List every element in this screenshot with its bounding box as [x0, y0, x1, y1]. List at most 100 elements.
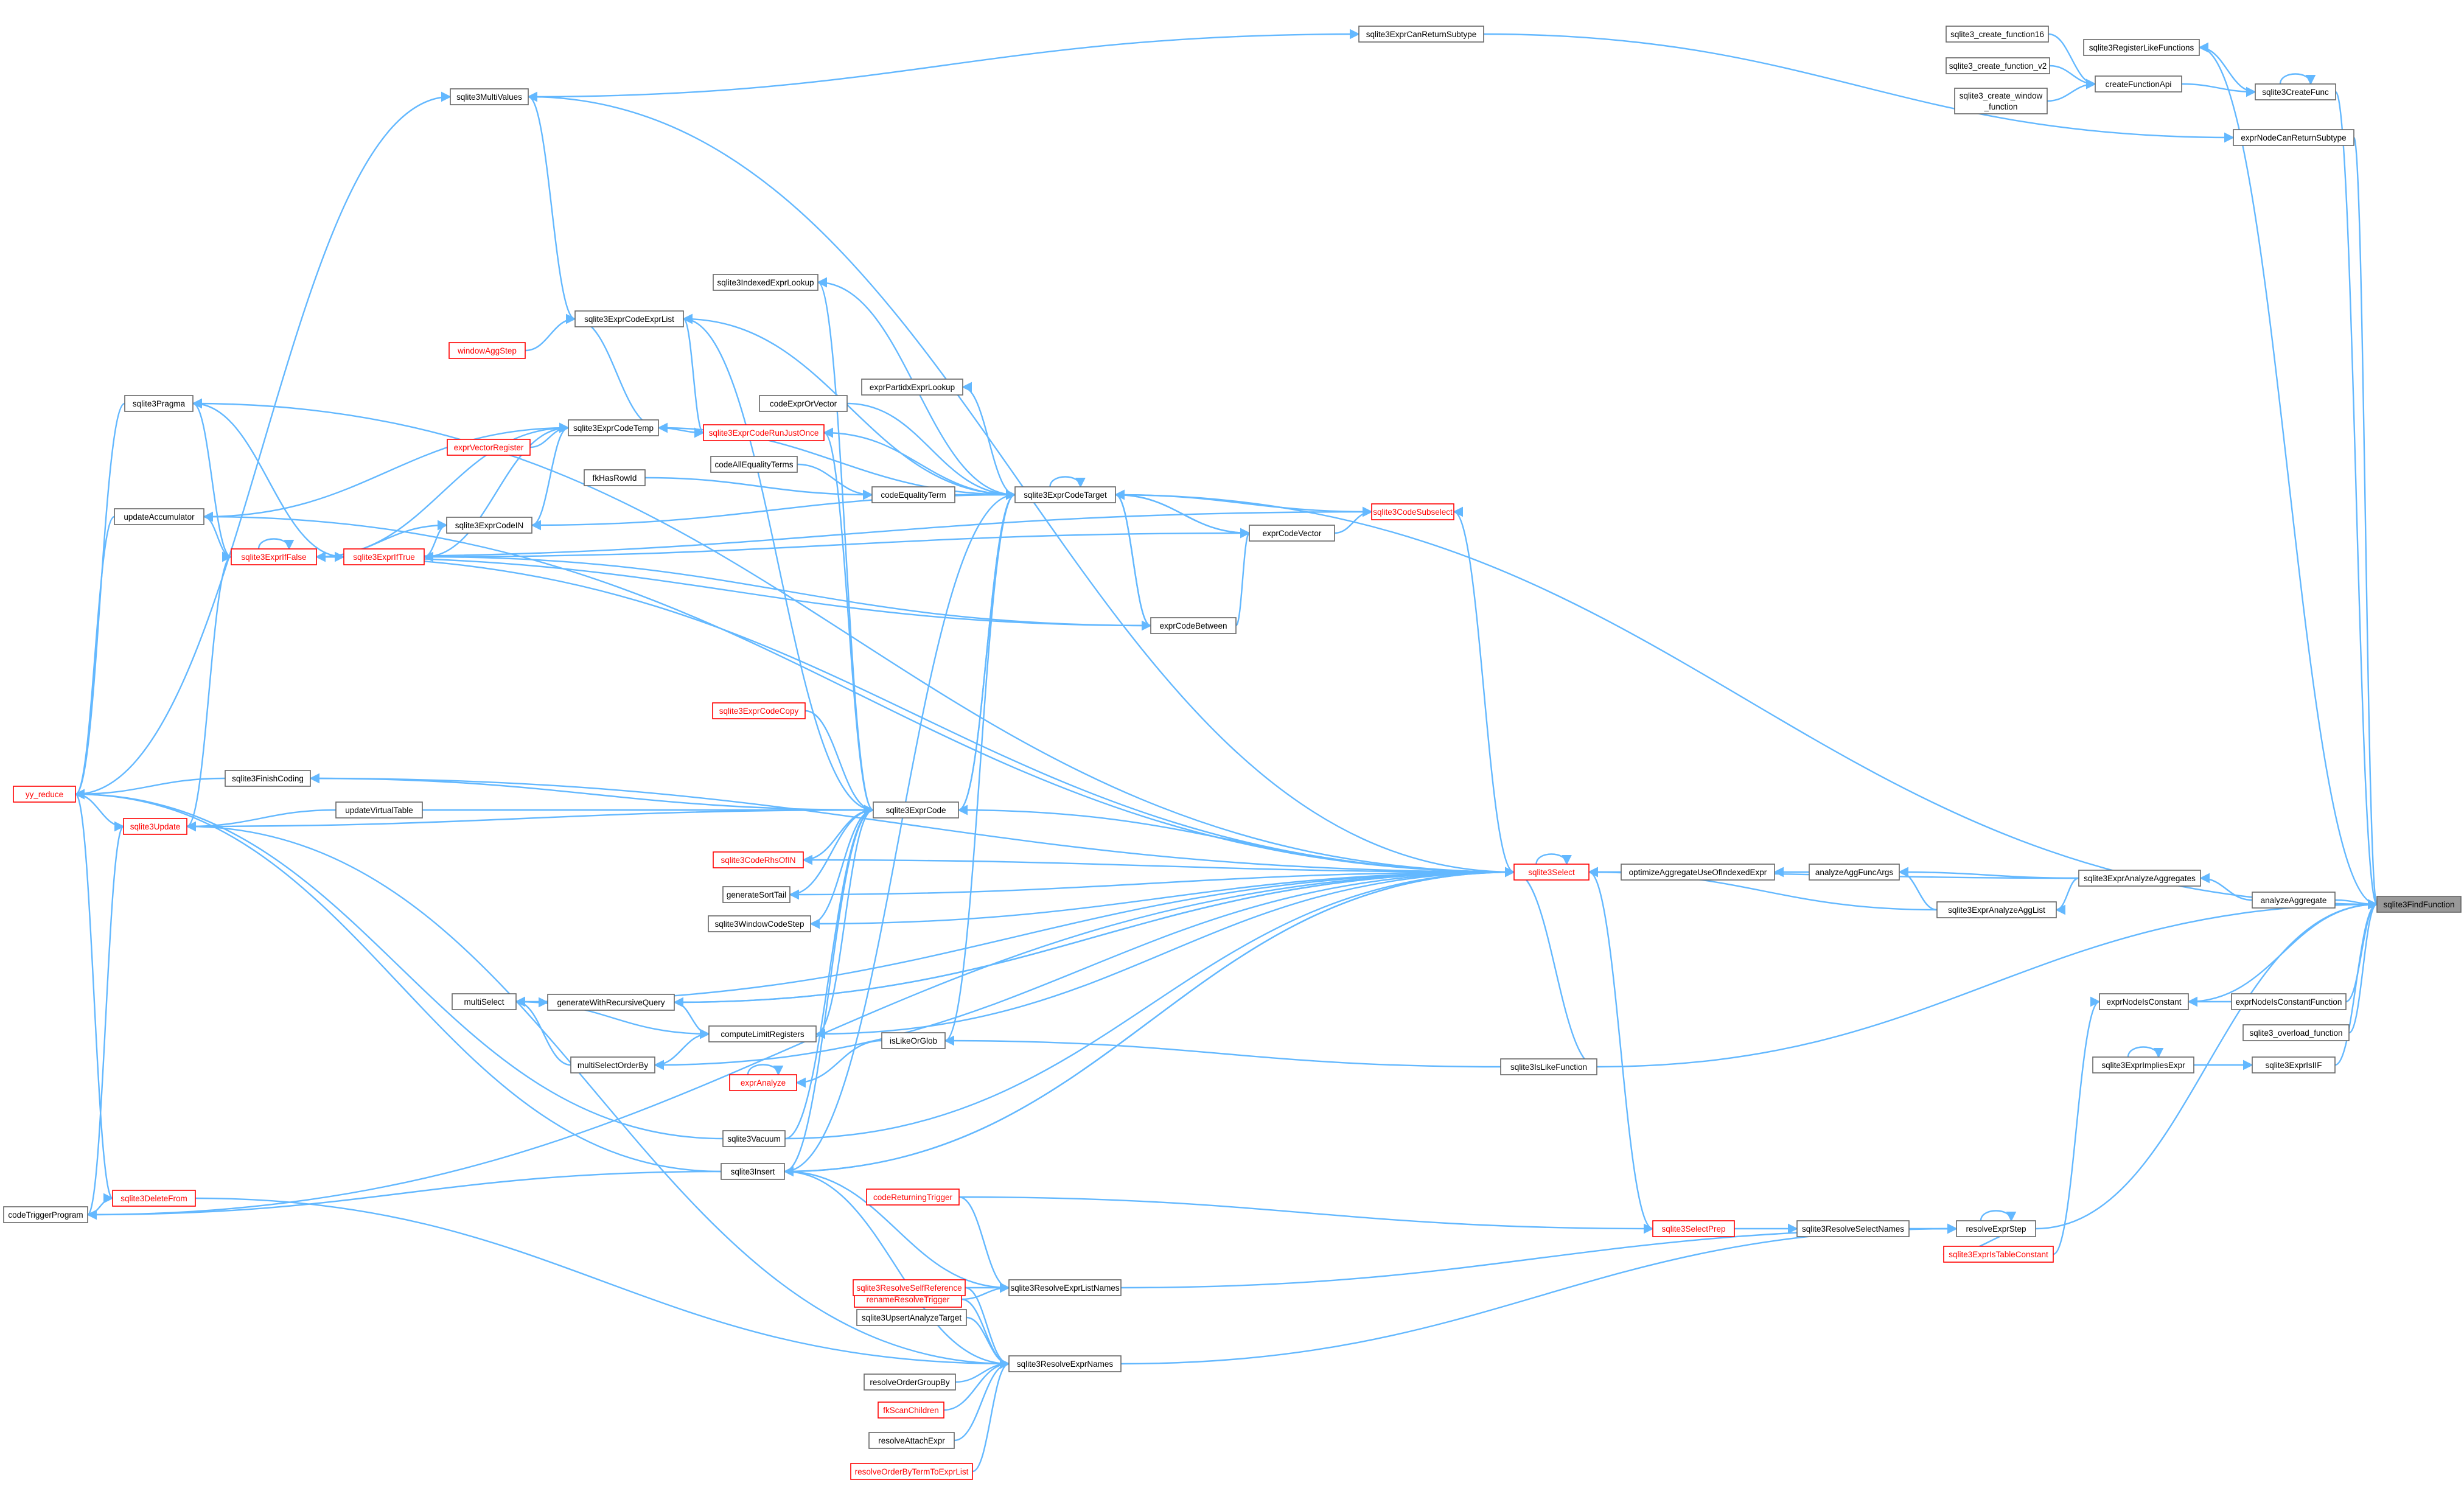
edge-n56-n1 [2334, 899, 2378, 1066]
node-exprvectorregister[interactable]: exprVectorRegister [447, 439, 531, 456]
node-box [759, 395, 848, 412]
node-sqlite3codesubselect[interactable]: sqlite3CodeSubselect [1371, 503, 1454, 520]
node-windowaggstep[interactable]: windowAggStep [448, 342, 526, 359]
edge-n6-n3 [2198, 42, 2256, 93]
node-multiselect[interactable]: multiSelect [452, 993, 517, 1010]
node-sqlite3expriffalse[interactable]: sqlite3ExprIfFalse [231, 548, 317, 565]
node-sqlite3pragma[interactable]: sqlite3Pragma [124, 395, 194, 412]
edge-n20-n22 [797, 463, 873, 500]
node-label: updateAccumulator [124, 512, 195, 522]
node-sqlite3exprcodeexprlist[interactable]: sqlite3ExprCodeExprList [574, 310, 684, 327]
node-sqlite3expristableconstant[interactable]: sqlite3ExprIsTableConstant [1943, 1246, 2054, 1263]
node-computelimitregisters[interactable]: computeLimitRegisters [708, 1025, 817, 1042]
node-sqlite3insert[interactable]: sqlite3Insert [721, 1163, 785, 1180]
edge-n59-n71 [784, 1170, 1010, 1369]
node-label: sqlite3ResolveSelfReference [856, 1283, 962, 1293]
node-codetriggerprogram[interactable]: codeTriggerProgram [3, 1206, 88, 1223]
node-updateaccumulator[interactable]: updateAccumulator [114, 508, 204, 525]
node-sqlite3expranalyzeaggregates[interactable]: sqlite3ExprAnalyzeAggregates [2078, 870, 2201, 887]
node-sqlite3expranalyzeagglist[interactable]: sqlite3ExprAnalyzeAggList [1936, 901, 2057, 918]
node-fkhasrowid[interactable]: fkHasRowId [584, 469, 646, 486]
node-sqlite3-create-function-v2[interactable]: sqlite3_create_function_v2 [1946, 57, 2050, 74]
node-sqlite3exprimpliesexpr[interactable]: sqlite3ExprImpliesExpr [2092, 1056, 2194, 1073]
node-sqlite3resolveexprlistnames[interactable]: sqlite3ResolveExprListNames [1008, 1279, 1122, 1296]
node-box [853, 1279, 966, 1296]
node-sqlite3exprcodetarget[interactable]: sqlite3ExprCodeTarget [1014, 486, 1116, 503]
node-sqlite3finishcoding[interactable]: sqlite3FinishCoding [225, 770, 311, 787]
node-optimizeaggregateuseofindexedexpr[interactable]: optimizeAggregateUseOfIndexedExpr [1621, 864, 1775, 881]
node-box [225, 770, 311, 787]
node-resolveorderbytermtoexprlist[interactable]: resolveOrderByTermToExprList [850, 1463, 973, 1480]
node-exprpartidxexprlookup[interactable]: exprPartidxExprLookup [861, 379, 963, 396]
node-sqlite3islikefunction[interactable]: sqlite3IsLikeFunction [1500, 1058, 1597, 1075]
node-exprnodecanreturnsubtype[interactable]: exprNodeCanReturnSubtype [2233, 129, 2354, 146]
node-updatevirtualtable[interactable]: updateVirtualTable [335, 801, 423, 819]
node-sqlite3exprcode[interactable]: sqlite3ExprCode [873, 801, 959, 819]
node-sqlite3createfunc[interactable]: sqlite3CreateFunc [2255, 83, 2336, 100]
node-exprnodeisconstant[interactable]: exprNodeIsConstant [2099, 993, 2189, 1010]
node-sqlite3deletefrom[interactable]: sqlite3DeleteFrom [112, 1190, 196, 1207]
node-sqlite3resolveexprnames[interactable]: sqlite3ResolveExprNames [1008, 1355, 1122, 1372]
node-label: sqlite3ExprCanReturnSubtype [1366, 30, 1477, 39]
node-resolveordergroupby[interactable]: resolveOrderGroupBy [864, 1374, 956, 1391]
node-sqlite3windowcodestep[interactable]: sqlite3WindowCodeStep [708, 915, 811, 932]
node-sqlite3multivalues[interactable]: sqlite3MultiValues [450, 88, 529, 105]
node-createfunctionapi[interactable]: createFunctionApi [2095, 75, 2182, 93]
node-codeexprorvector[interactable]: codeExprOrVector [759, 395, 848, 412]
node-box [721, 1163, 785, 1180]
node-sqlite3coderhsofin[interactable]: sqlite3CodeRhsOfIN [713, 851, 804, 868]
node-codeallequalityterms[interactable]: codeAllEqualityTerms [710, 456, 798, 473]
node-sqlite3expriftrue[interactable]: sqlite3ExprIfTrue [343, 548, 425, 565]
node-fkscanchildren[interactable]: fkScanChildren [878, 1402, 944, 1419]
edge-n57-n57 [747, 1064, 784, 1076]
node-sqlite3-create-window[interactable]: sqlite3_create_window_function [1954, 88, 2048, 114]
node-sqlite3resolveselfreference[interactable]: sqlite3ResolveSelfReference [853, 1279, 966, 1296]
node-sqlite3exprcoderunjustonce[interactable]: sqlite3ExprCodeRunJustOnce [703, 424, 825, 441]
edge-n7-n5 [2047, 79, 2096, 102]
edge-n25-n33 [74, 515, 115, 800]
node-analyzeaggfuncargs[interactable]: analyzeAggFuncArgs [1809, 864, 1900, 881]
node-exprnodeisconstantfunction[interactable]: exprNodeIsConstantFunction [2231, 993, 2347, 1010]
node-sqlite3resolveselectnames[interactable]: sqlite3ResolveSelectNames [1796, 1220, 1910, 1237]
node-sqlite3findfunction[interactable]: sqlite3FindFunction [2376, 896, 2462, 913]
node-exprcodevector[interactable]: exprCodeVector [1249, 525, 1335, 542]
node-box [2242, 1024, 2350, 1041]
node-box [124, 395, 194, 412]
node-sqlite3exprisiif[interactable]: sqlite3ExprIsIIF [2252, 1056, 2336, 1073]
node-yy-reduce[interactable]: yy_reduce [13, 786, 76, 803]
node-sqlite3-create-function16[interactable]: sqlite3_create_function16 [1946, 26, 2049, 43]
node-islikeorglob[interactable]: isLikeOrGlob [881, 1032, 946, 1049]
node-generatewithrecursivequery[interactable]: generateWithRecursiveQuery [547, 994, 675, 1011]
node-sqlite3selectprep[interactable]: sqlite3SelectPrep [1652, 1220, 1735, 1237]
node-sqlite3select[interactable]: sqlite3Select [1513, 864, 1590, 881]
node-resolveexprstep[interactable]: resolveExprStep [1956, 1220, 2036, 1237]
node-label: sqlite3ExprIfTrue [353, 553, 415, 562]
node-expranalyze[interactable]: exprAnalyze [729, 1074, 797, 1091]
node-sqlite3upsertanalyzetarget[interactable]: sqlite3UpsertAnalyzeTarget [856, 1309, 967, 1326]
node-label: fkHasRowId [593, 473, 637, 483]
node-resolveattachexpr[interactable]: resolveAttachExpr [868, 1432, 955, 1449]
edge-n24-n23 [1114, 489, 1372, 513]
node-label: sqlite3ExprCodeExprList [584, 315, 674, 324]
node-sqlite3exprcodecopy[interactable]: sqlite3ExprCodeCopy [712, 702, 806, 719]
node-label: sqlite3Pragma [133, 399, 186, 408]
node-codeequalityterm[interactable]: codeEqualityTerm [871, 486, 955, 503]
node-sqlite3update[interactable]: sqlite3Update [123, 818, 187, 835]
node-multiselectorderby[interactable]: multiSelectOrderBy [570, 1056, 655, 1073]
node-sqlite3exprcodein[interactable]: sqlite3ExprCodeIN [446, 517, 532, 534]
node-generatesorttail[interactable]: generateSortTail [722, 886, 791, 903]
node-box [123, 818, 187, 835]
node-sqlite3exprcanreturnsubtype[interactable]: sqlite3ExprCanReturnSubtype [1358, 26, 1484, 43]
node-label: sqlite3ExprAnalyzeAggList [1948, 906, 2045, 915]
edge-n9-n8 [1483, 33, 2235, 143]
node-codereturningtrigger[interactable]: codeReturningTrigger [866, 1189, 960, 1206]
node-sqlite3exprcodetemp[interactable]: sqlite3ExprCodeTemp [568, 419, 659, 436]
node-sqlite3vacuum[interactable]: sqlite3Vacuum [722, 1130, 786, 1147]
node-sqlite3indexedexprlookup[interactable]: sqlite3IndexedExprLookup [713, 274, 818, 291]
node-sqlite3registerlikefunctions[interactable]: sqlite3RegisterLikeFunctions [2083, 39, 2200, 56]
node-label: sqlite3UpsertAnalyzeTarget [862, 1313, 962, 1322]
node-exprcodebetween[interactable]: exprCodeBetween [1150, 617, 1237, 634]
node-label: codeReturningTrigger [873, 1193, 953, 1202]
node-analyzeaggregate[interactable]: analyzeAggregate [2252, 892, 2336, 909]
node-sqlite3-overload-function[interactable]: sqlite3_overload_function [2242, 1024, 2350, 1041]
